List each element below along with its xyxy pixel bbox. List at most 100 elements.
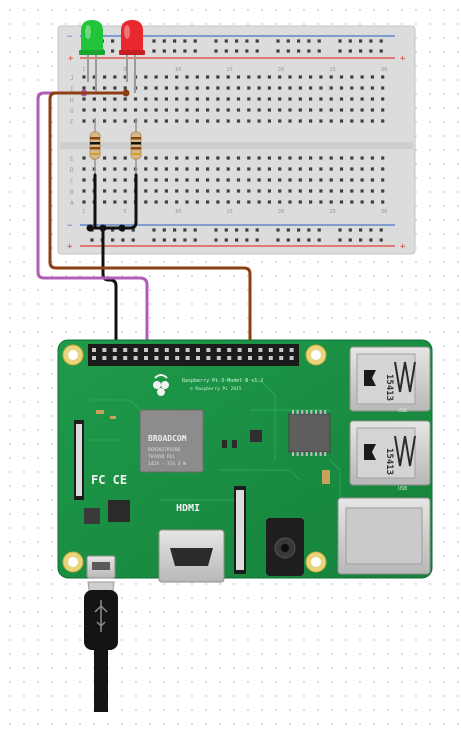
breadboard-hole bbox=[319, 167, 323, 171]
gpio-pin bbox=[123, 348, 128, 352]
breadboard-hole bbox=[350, 200, 354, 204]
breadboard-hole bbox=[206, 189, 210, 193]
column-number-bottom: 30 bbox=[381, 209, 388, 215]
breadboard-hole bbox=[216, 167, 220, 171]
gpio-pin bbox=[144, 356, 148, 360]
breadboard-hole bbox=[360, 119, 364, 123]
breadboard-hole bbox=[226, 86, 230, 90]
breadboard-hole bbox=[123, 97, 127, 101]
row-letter: C bbox=[70, 178, 74, 185]
breadboard-hole bbox=[216, 119, 220, 123]
resistor-green-led bbox=[89, 118, 101, 175]
camera-connector-slot bbox=[236, 490, 244, 570]
rail-hole bbox=[369, 238, 373, 242]
rail-hole bbox=[193, 238, 197, 242]
breadboard-hole bbox=[103, 189, 107, 193]
breadboard-hole bbox=[154, 178, 158, 182]
breadboard-hole bbox=[288, 178, 292, 182]
audio-jack-hole bbox=[281, 544, 289, 552]
breadboard-hole bbox=[339, 178, 344, 182]
lan-pin bbox=[301, 452, 304, 456]
breadboard-hole bbox=[381, 86, 385, 90]
breadboard-hole bbox=[175, 97, 179, 101]
breadboard-hole bbox=[226, 189, 230, 193]
breadboard-hole bbox=[164, 119, 168, 123]
breadboard-hole bbox=[103, 200, 107, 204]
breadboard-hole bbox=[370, 189, 374, 193]
rail-hole bbox=[173, 49, 177, 53]
breadboard-hole bbox=[236, 189, 241, 193]
breadboard-hole bbox=[92, 97, 96, 101]
rail-hole bbox=[379, 228, 383, 232]
lan-pin bbox=[296, 452, 299, 456]
breadboard-hole bbox=[298, 119, 302, 123]
gpio-pin bbox=[92, 348, 96, 352]
rail-hole bbox=[359, 49, 363, 53]
breadboard-hole bbox=[236, 75, 241, 79]
breadboard-hole bbox=[350, 97, 354, 101]
breadboard-hole bbox=[216, 200, 220, 204]
breadboard-hole bbox=[82, 156, 86, 160]
breadboard-hole bbox=[236, 108, 241, 112]
breadboard-hole bbox=[278, 200, 282, 204]
breadboard-hole bbox=[206, 200, 210, 204]
rail-hole bbox=[162, 238, 166, 242]
breadboard-hole bbox=[339, 156, 344, 160]
mount-hole-tl-center bbox=[68, 350, 78, 360]
breadboard-hole bbox=[257, 119, 261, 123]
rail-hole bbox=[131, 228, 135, 232]
breadboard-hole bbox=[267, 86, 271, 90]
breadboard-hole bbox=[226, 119, 230, 123]
bottom-rail-plus-left: + bbox=[67, 242, 73, 252]
rail-hole bbox=[307, 238, 311, 242]
breadboard-hole bbox=[350, 167, 354, 171]
lan-pin bbox=[319, 452, 322, 456]
breadboard-hole bbox=[226, 167, 230, 171]
breadboard-hole bbox=[175, 119, 179, 123]
breadboard-hole bbox=[113, 119, 117, 123]
breadboard-hole bbox=[154, 108, 158, 112]
rail-hole bbox=[193, 228, 197, 232]
rail-hole bbox=[297, 238, 301, 242]
breadboard-hole bbox=[288, 75, 292, 79]
micro-usb-slot bbox=[92, 562, 110, 570]
breadboard-hole bbox=[288, 86, 292, 90]
rail-hole bbox=[297, 39, 301, 43]
breadboard-hole bbox=[185, 167, 189, 171]
breadboard-hole bbox=[360, 97, 364, 101]
breadboard-hole bbox=[164, 156, 168, 160]
breadboard-hole bbox=[154, 119, 158, 123]
cable-cord bbox=[94, 650, 108, 712]
pi-copyright-text: © Raspberry Pi 2015 bbox=[190, 386, 242, 392]
breadboard-hole bbox=[113, 86, 117, 90]
breadboard-hole bbox=[164, 178, 168, 182]
raspberry-logo bbox=[153, 374, 169, 396]
rail-hole bbox=[348, 238, 352, 242]
breadboard-hole bbox=[288, 97, 292, 101]
rail-hole bbox=[307, 49, 311, 53]
breadboard-hole bbox=[185, 200, 189, 204]
breadboard-hole bbox=[381, 178, 385, 182]
rail-hole bbox=[369, 49, 373, 53]
column-number-top: 15 bbox=[226, 67, 233, 73]
breadboard-hole bbox=[370, 75, 374, 79]
breadboard-hole bbox=[123, 178, 127, 182]
rail-hole bbox=[131, 238, 135, 242]
bottom-rail-plus-right: + bbox=[400, 242, 406, 252]
column-number-top: 5 bbox=[123, 67, 126, 73]
resistor-2-band-2 bbox=[131, 142, 141, 145]
mount-hole-br-center bbox=[311, 557, 321, 567]
gpio-pins bbox=[92, 348, 294, 360]
breadboard-hole bbox=[113, 75, 117, 79]
breadboard-hole bbox=[92, 86, 96, 90]
gpio-pin bbox=[133, 356, 138, 360]
black-ground-wire bbox=[101, 226, 118, 351]
breadboard-hole bbox=[309, 156, 313, 160]
rail-hole bbox=[255, 238, 259, 242]
rail-hole bbox=[152, 238, 156, 242]
breadboard-hole bbox=[257, 178, 261, 182]
green-led-highlight bbox=[85, 25, 91, 39]
breadboard-hole bbox=[195, 200, 199, 204]
resistor-1-band-1 bbox=[90, 137, 100, 140]
